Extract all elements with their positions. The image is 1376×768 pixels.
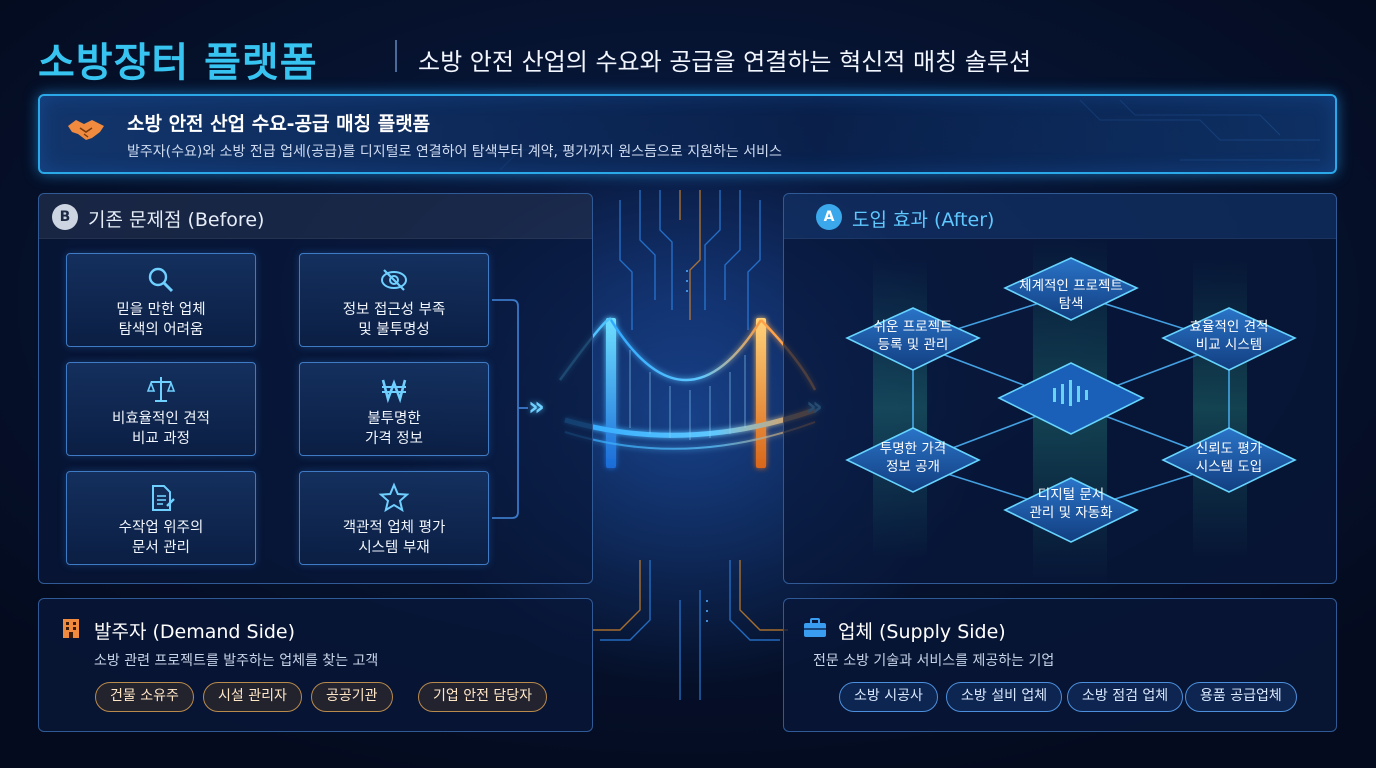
demand-panel (38, 598, 593, 732)
supply-panel (783, 598, 1337, 732)
after-node-right-bottom: 신뢰도 평가 시스템 도입 (1195, 441, 1263, 475)
demand-title: 발주자 (Demand Side) (94, 621, 296, 643)
demand-chip: 건물 소유주 (95, 682, 194, 712)
after-node-bottom: 디지털 문서 관리 및 자동화 (1029, 487, 1113, 521)
problem-card-label: 믿을 만한 업체 탐색의 어려움 (116, 302, 206, 338)
problem-card-access: 정보 접근성 부족 및 불투명성 (299, 253, 489, 347)
supply-chip: 용품 공급업체 (1185, 682, 1297, 712)
search-icon (148, 267, 174, 293)
supply-chip: 소방 설비 업체 (946, 682, 1063, 712)
after-node-left-top: 쉬운 프로젝트 등록 및 관리 (873, 319, 953, 353)
supply-chip: 소방 점검 업체 (1067, 682, 1184, 712)
scale-icon (146, 377, 176, 402)
problem-card-document: 수작업 위주의 문서 관리 (66, 471, 256, 565)
after-label: 도입 효과 (After) (852, 209, 995, 231)
problem-card-label: 정보 접근성 부족 및 불투명성 (342, 302, 446, 338)
after-node-left-bottom: 투명한 가격 정보 공개 (879, 441, 947, 475)
before-bracket (492, 299, 528, 519)
supply-title: 업체 (Supply Side) (838, 621, 1006, 643)
eye-off-icon (381, 269, 407, 291)
after-node-right-top: 효율적인 견적 비교 시스템 (1189, 319, 1269, 353)
after-node-top: 체계적인 프로젝트 탐색 (1019, 278, 1123, 312)
briefcase-icon (804, 618, 826, 637)
banner-description: 발주자(수요)와 소방 전급 업세(공급)를 디지털로 연결하어 탐색부터 계약… (127, 144, 782, 160)
building-icon (63, 619, 79, 638)
arrow-right-icon: » (528, 392, 545, 422)
problem-card-price: 불투명한 가격 정보 (299, 362, 489, 456)
problem-card-evaluation: 객관적 업체 평가 시스템 부재 (299, 471, 489, 565)
demand-chip: 기업 안전 담당자 (418, 682, 548, 712)
document-icon (152, 485, 175, 511)
problem-card-label: 비효율적인 견적 비교 과정 (112, 411, 210, 447)
before-badge: B (52, 204, 78, 230)
problem-card-label: 객관적 업체 평가 시스템 부재 (342, 520, 446, 556)
star-icon (378, 482, 410, 513)
before-panel-header (39, 194, 592, 239)
problem-card-quote: 비효율적인 견적 비교 과정 (66, 362, 256, 456)
handshake-icon (68, 120, 104, 140)
demand-description: 소방 관련 프로젝트를 발주하는 업체를 찾는 고객 (94, 653, 379, 669)
supply-chip: 소방 시공사 (839, 682, 938, 712)
won-icon (381, 379, 407, 404)
platform-banner (38, 94, 1337, 174)
problem-card-label: 불투명한 가격 정보 (365, 411, 423, 447)
demand-chip: 시설 관리자 (203, 682, 302, 712)
title-divider (395, 40, 397, 72)
after-badge: A (816, 204, 842, 230)
page-title: 소방장터 플랫폼 (38, 40, 318, 86)
banner-title: 소방 안전 산업 수요-공급 매칭 플랫폼 (127, 113, 431, 135)
page-subtitle: 소방 안전 산업의 수요와 공급을 연결하는 혁신적 매칭 솔루션 (418, 48, 1032, 76)
problem-card-search: 믿을 만한 업체 탐색의 어려움 (66, 253, 256, 347)
problem-card-label: 수작업 위주의 문서 관리 (118, 520, 204, 556)
after-network-diagram (845, 238, 1297, 584)
before-label: 기존 문제점 (Before) (88, 209, 265, 231)
demand-chip: 공공기관 (311, 682, 393, 712)
supply-description: 전문 소방 기술과 서비스를 제공하는 기업 (813, 653, 1055, 669)
